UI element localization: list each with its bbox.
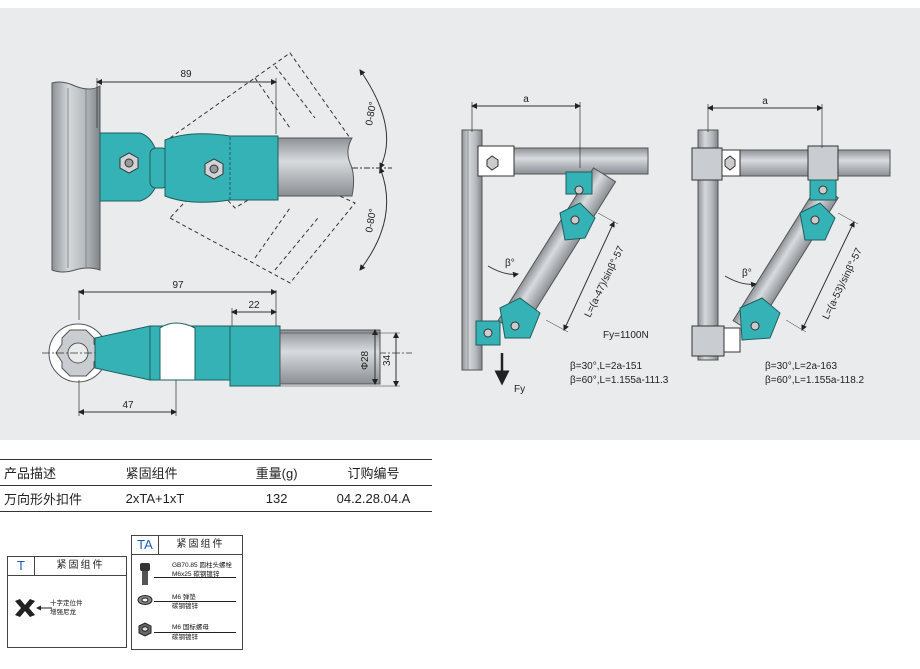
nut-icon: [138, 622, 152, 637]
component-title-t: 紧固组件: [56, 560, 105, 571]
example-right: a β° L=(a-53)/sinβ°-57 β=30°,L=2a-163 β=…: [691, 96, 891, 386]
col-order-no: 订购编号: [347, 466, 400, 481]
t-item-line1: 十字定位件: [50, 600, 83, 607]
leader-line: [154, 632, 236, 633]
leader-line: [154, 577, 236, 578]
t-item-line2: 增强尼龙: [50, 609, 76, 616]
top-view: 89 0-80° 0-80°: [51, 52, 392, 284]
technical-drawing: 89 0-80° 0-80° 97 22 47: [0, 8, 920, 440]
component-code-t: T: [8, 557, 35, 575]
drawing-canvas: 89 0-80° 0-80° 97 22 47: [42, 52, 891, 416]
ta-item3-line1: M6 国标螺母: [172, 624, 209, 631]
ta-item1-line1: GB70.85 圆柱头螺栓: [172, 562, 232, 569]
ta-item2-line1: M6 弹垫: [172, 594, 196, 601]
angle-lower-label: 0-80°: [364, 208, 379, 234]
note-60-left: β=60°,L=1.155a-111.3: [570, 375, 669, 386]
hex-bolt-icon: [204, 158, 224, 180]
cell-fastener: 2xTA+1xT: [125, 491, 185, 506]
ta-item2-line2: 碳钢镀锌: [172, 603, 198, 610]
force-label: Fy=1100N: [603, 330, 649, 341]
formula-left: L=(a-47)/sinβ°-57: [583, 244, 627, 319]
leader-arrow-icon: [36, 605, 52, 611]
dim-a-right: a: [762, 96, 768, 107]
cell-weight: 132: [265, 491, 288, 506]
dim-97: 97: [172, 280, 184, 291]
col-fastener: 紧固组件: [125, 466, 178, 481]
example-left: a β° L=(a-47)/sinβ°-57 Fy=1100N Fy β=30°…: [461, 94, 669, 395]
socket-bolt-icon: [140, 563, 150, 585]
cell-product: 万向形外扣件: [4, 492, 83, 507]
diameter-label: Φ28: [360, 350, 371, 370]
hex-bolt-icon: [119, 152, 139, 174]
side-view: 97 22 47 Φ28 34: [42, 280, 412, 416]
col-product: 产品描述: [4, 466, 57, 481]
formula-right: L=(a-53)/sinβ°-57: [821, 246, 865, 321]
beta-left: β°: [505, 258, 515, 269]
col-weight: 重量(g): [255, 466, 298, 481]
cell-order-no: 04.2.28.04.A: [336, 491, 411, 506]
note-30-left: β=30°,L=2a-151: [570, 361, 642, 372]
angle-upper-label: 0-80°: [364, 101, 379, 127]
dim-89: 89: [180, 69, 192, 80]
leader-line: [154, 601, 236, 602]
washer-icon: [137, 595, 153, 605]
ta-item3-line2: 碳钢镀锌: [172, 634, 198, 641]
height-label: 34: [382, 354, 393, 366]
note-60-right: β=60°,L=1.155a-118.2: [765, 375, 865, 386]
component-code-ta: TA: [132, 536, 159, 554]
component-title-ta: 紧固组件: [176, 539, 225, 550]
force-arrow-label: Fy: [514, 384, 525, 395]
component-box-t: T 紧固组件 十字定位件 增强尼龙: [7, 556, 127, 648]
spec-header-row: 产品描述 紧固组件 重量(g) 订购编号: [0, 459, 432, 486]
table-row: 万向形外扣件 2xTA+1xT 132 04.2.28.04.A: [0, 486, 432, 512]
ta-item1-line2: M6x25 碳钢镀锌: [172, 571, 220, 578]
cross-lock-icon: [15, 599, 35, 617]
spec-table: 产品描述 紧固组件 重量(g) 订购编号 万向形外扣件 2xTA+1xT 132…: [0, 459, 432, 512]
dim-22: 22: [248, 300, 260, 311]
dim-47: 47: [122, 400, 134, 411]
dim-a-left: a: [523, 94, 529, 105]
beta-right: β°: [742, 268, 752, 279]
component-box-ta: TA 紧固组件 GB70.85 圆柱头螺栓 M6x25 碳钢镀锌 M6 弹垫 碳…: [131, 535, 243, 650]
note-30-right: β=30°,L=2a-163: [765, 361, 837, 372]
